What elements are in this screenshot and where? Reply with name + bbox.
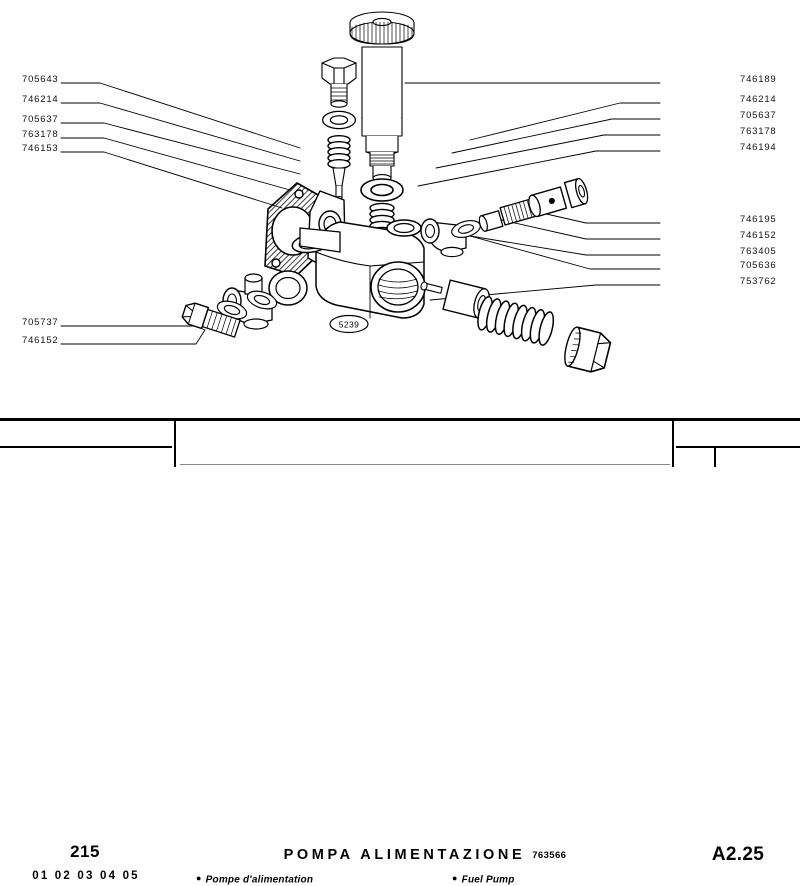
page-code-list: 01 02 03 04 05 bbox=[32, 870, 140, 882]
part-number-right-1: 746189 bbox=[740, 74, 777, 85]
bullet-icon: ● bbox=[452, 873, 458, 883]
exploded-assembly-drawing: 5239 bbox=[60, 11, 661, 373]
subtitle-french-row: ●Pompe d'alimentation bbox=[196, 873, 313, 886]
part-number-right-4: 763178 bbox=[740, 126, 777, 137]
part-number-right-3: 705637 bbox=[740, 110, 777, 121]
subtitle-english-row: ●Fuel Pump bbox=[452, 873, 515, 886]
part-number-right-8: 763405 bbox=[740, 246, 777, 257]
parts-diagram-page: 5239 705643 746214 705637 763178 746153 … bbox=[0, 11, 800, 886]
titleblock-divider-1 bbox=[174, 420, 176, 467]
titleblock-rule-top bbox=[0, 418, 800, 421]
part-number-left-5: 746153 bbox=[22, 143, 59, 154]
assembly-title: POMPA ALIMENTAZIONE bbox=[283, 847, 526, 863]
assembly-title-row: POMPA ALIMENTAZIONE 763566 bbox=[180, 847, 670, 863]
part-number-right-9: 705636 bbox=[740, 260, 777, 271]
part-number-right-5: 746194 bbox=[740, 142, 777, 153]
page-number: 215 bbox=[70, 842, 100, 861]
part-number-left-7: 746152 bbox=[22, 335, 59, 346]
part-number-right-2: 746214 bbox=[740, 94, 777, 105]
part-number-left-3: 705637 bbox=[22, 114, 59, 125]
titleblock-rule-sheet bbox=[676, 446, 800, 448]
part-number-left-1: 705643 bbox=[22, 74, 59, 85]
part-number-left-4: 763178 bbox=[22, 129, 59, 140]
part-number-left-2: 746214 bbox=[22, 94, 59, 105]
titleblock-divider-2 bbox=[672, 420, 674, 467]
titleblock-rule-page bbox=[0, 446, 172, 448]
sheet-number: A2.25 bbox=[711, 844, 765, 865]
part-number-right-7: 746152 bbox=[740, 230, 777, 241]
subtitle-english: Fuel Pump bbox=[461, 874, 515, 886]
assembly-tag-number: 5239 bbox=[339, 320, 360, 330]
titleblock-divider-3 bbox=[714, 448, 716, 467]
part-number-right-10: 753762 bbox=[740, 276, 777, 287]
titleblock-rule-sub bbox=[180, 464, 670, 465]
title-block: 215 01 02 03 04 05 POMPA ALIMENTAZIONE 76… bbox=[0, 418, 800, 886]
part-number-left-6: 705737 bbox=[22, 317, 59, 328]
bullet-icon: ● bbox=[196, 873, 202, 883]
part-number-right-6: 746195 bbox=[740, 214, 777, 225]
subtitle-french: Pompe d'alimentation bbox=[205, 874, 314, 886]
assembly-title-code: 763566 bbox=[532, 850, 567, 861]
